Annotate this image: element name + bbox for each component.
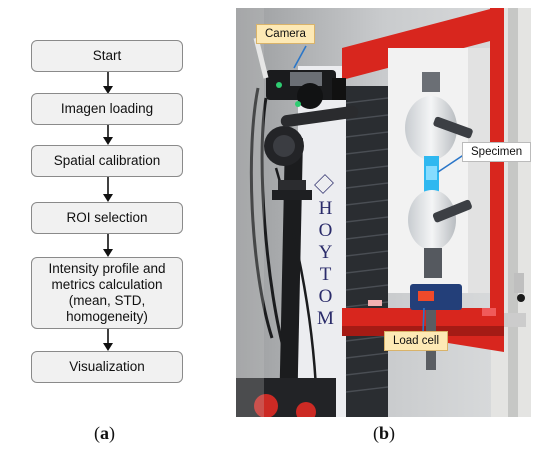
flow-arrow xyxy=(103,234,113,257)
caption-a: (a) xyxy=(94,423,115,443)
step-spatial-calibration: Spatial calibration xyxy=(31,145,183,177)
step-start: Start xyxy=(31,40,183,72)
flow-arrow xyxy=(103,125,113,145)
caption-b: (b) xyxy=(373,423,396,443)
flow-arrow xyxy=(103,177,113,202)
test-machine-illustration xyxy=(236,8,531,417)
specimen-label: Specimen xyxy=(462,142,531,162)
test-setup-photo: HOYTOM Camera Specimen Load cell xyxy=(236,8,531,417)
step-intensity-profile: Intensity profile and metrics calculatio… xyxy=(31,257,183,329)
flow-arrow xyxy=(103,72,113,94)
flow-arrow xyxy=(103,329,113,351)
camera-label: Camera xyxy=(256,24,315,44)
step-roi-selection: ROI selection xyxy=(31,202,183,234)
step-visualization: Visualization xyxy=(31,351,183,383)
step-image-loading: Imagen loading xyxy=(31,93,183,125)
load-cell-label: Load cell xyxy=(384,331,449,351)
machine-brand-text: HOYTOM xyxy=(315,198,336,330)
